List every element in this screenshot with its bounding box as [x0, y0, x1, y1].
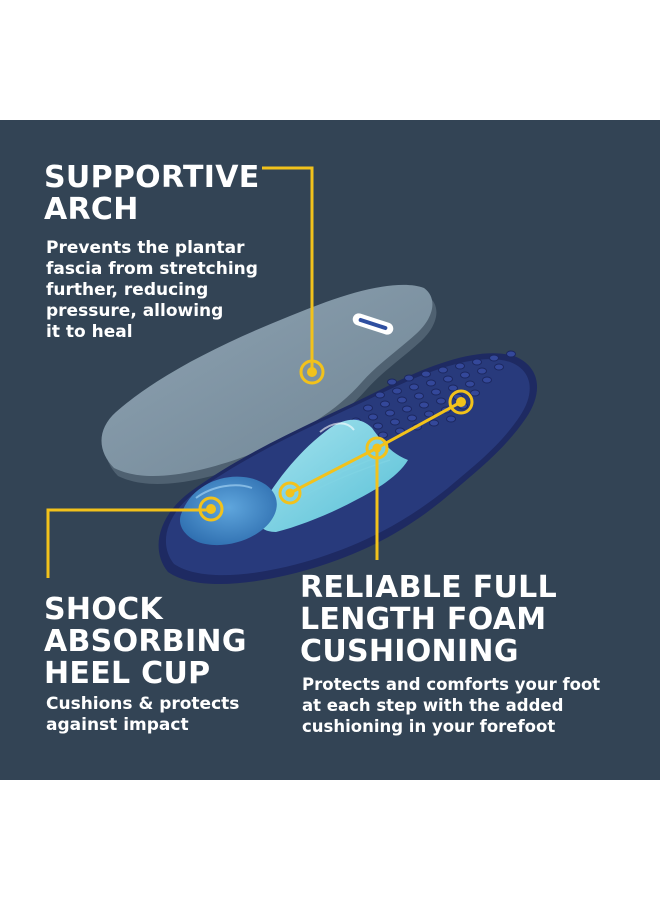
arch-gel-marker-icon [278, 481, 302, 505]
foam-desc-line: cushioning in your forefoot [302, 717, 556, 736]
arch-desc-line: pressure, allowing [46, 301, 224, 321]
heel-title-line: SHOCK [44, 592, 163, 627]
heel-description: Cushions & protects against impact [46, 694, 276, 736]
arch-title: SUPPORTIVE ARCH [44, 162, 274, 226]
heel-title-line: ABSORBING [44, 624, 247, 659]
arch-marker-icon [299, 359, 325, 385]
arch-desc-line: it to heal [46, 322, 133, 342]
foam-title: RELIABLE FULL LENGTH FOAM CUSHIONING [300, 572, 640, 668]
arch-callout-line [262, 166, 314, 372]
callout-markers [198, 359, 474, 522]
foam-title-line: LENGTH FOAM [300, 602, 547, 637]
heel-title-line: HEEL CUP [44, 656, 211, 691]
feature-panel: SUPPORTIVE ARCH Prevents the plantar fas… [0, 120, 660, 780]
brand-logo-icon [352, 313, 394, 335]
foam-title-line: RELIABLE FULL [300, 570, 557, 605]
foam-desc-line: Protects and comforts your foot [302, 675, 601, 694]
arch-desc-line: further, reducing [46, 280, 209, 300]
arch-desc-line: Prevents the plantar [46, 238, 245, 258]
foam-description: Protects and comforts your foot at each … [302, 674, 642, 737]
heel-desc-line: Cushions & protects [46, 694, 240, 714]
heel-marker-icon [198, 496, 224, 522]
heel-callout-line [46, 508, 210, 578]
midfoot-marker-icon [365, 436, 389, 460]
arch-desc-line: fascia from stretching [46, 259, 258, 279]
foam-title-line: CUSHIONING [300, 634, 519, 669]
grey-insole [101, 284, 437, 485]
forefoot-marker-icon [448, 389, 474, 415]
arch-title-line: ARCH [44, 192, 139, 227]
foam-desc-line: at each step with the added [302, 696, 564, 715]
heel-title: SHOCK ABSORBING HEEL CUP [44, 594, 284, 690]
heel-desc-line: against impact [46, 715, 189, 735]
insole-illustration [46, 166, 538, 585]
arch-description: Prevents the plantar fascia from stretch… [46, 238, 276, 343]
arch-title-line: SUPPORTIVE [44, 160, 260, 195]
